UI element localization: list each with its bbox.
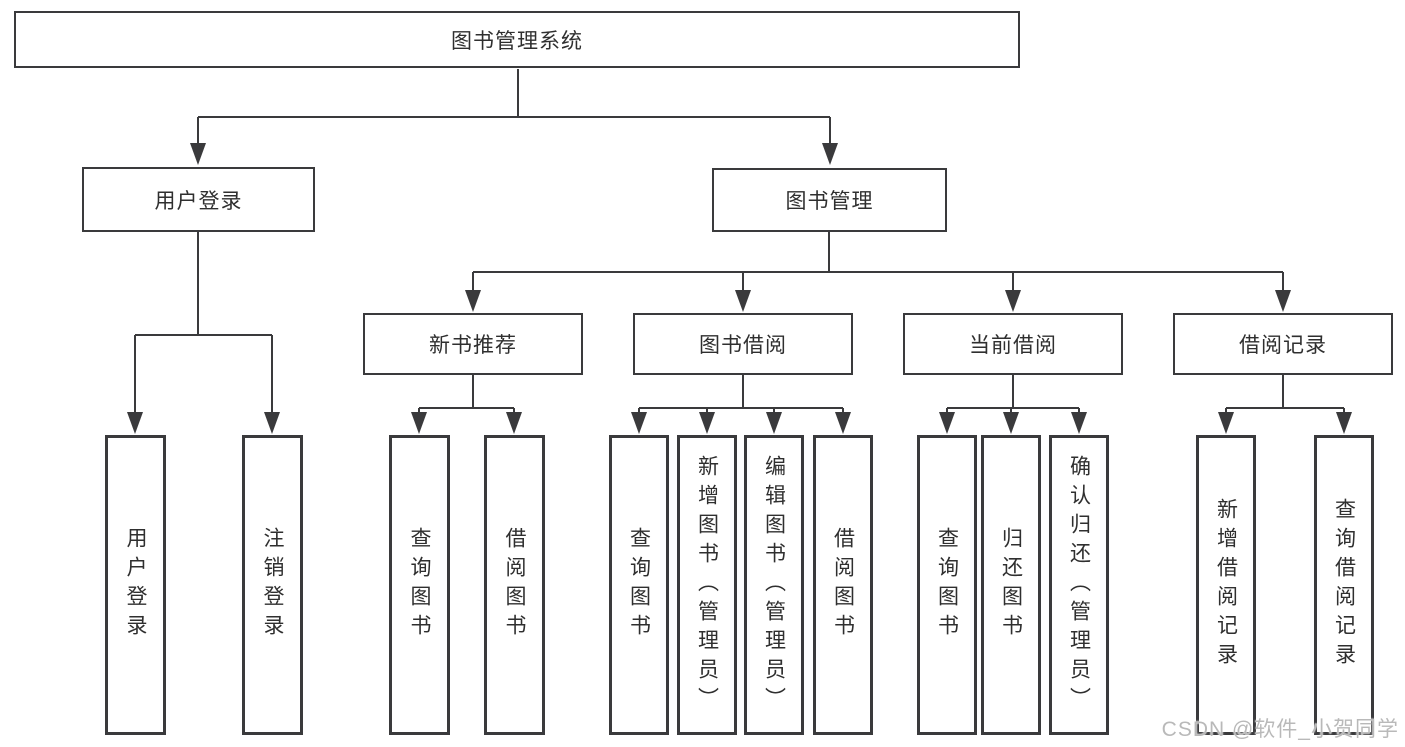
leaf-label: 新增图书（管理员） <box>695 454 719 716</box>
leaf-label: 查询图书 <box>627 527 651 643</box>
connectors <box>127 69 1352 434</box>
arrowhead-icon <box>835 412 851 434</box>
leaf-records-query-record: 查询借阅记录 <box>1314 435 1374 735</box>
arrowhead-icon <box>939 412 955 434</box>
node-label: 当前借阅 <box>969 334 1057 357</box>
arrowhead-icon <box>264 412 280 434</box>
leaf-user-login: 用户登录 <box>105 435 166 735</box>
node-current-borrow: 当前借阅 <box>903 313 1123 375</box>
leaf-recommend-query-books: 查询图书 <box>389 435 450 735</box>
leaf-logout: 注销登录 <box>242 435 303 735</box>
arrowhead-icon <box>1003 412 1019 434</box>
arrowhead-icon <box>735 290 751 312</box>
arrowhead-icon <box>631 412 647 434</box>
arrowhead-icon <box>1336 412 1352 434</box>
leaf-current-return-books: 归还图书 <box>981 435 1041 735</box>
leaf-borrow-add-books-admin: 新增图书（管理员） <box>677 435 737 735</box>
leaf-borrow-edit-books-admin: 编辑图书（管理员） <box>744 435 804 735</box>
leaf-label: 查询图书 <box>935 527 959 643</box>
node-borrow-records: 借阅记录 <box>1173 313 1393 375</box>
leaf-label: 确认归还（管理员） <box>1067 454 1091 716</box>
leaf-borrow-borrow-books: 借阅图书 <box>813 435 873 735</box>
leaf-label: 查询借阅记录 <box>1332 498 1356 672</box>
node-label: 图书借阅 <box>699 334 787 357</box>
arrowhead-icon <box>127 412 143 434</box>
node-new-book-recommend: 新书推荐 <box>363 313 583 375</box>
leaf-label: 新增借阅记录 <box>1214 498 1238 672</box>
node-book-management: 图书管理 <box>712 168 947 232</box>
leaf-label: 用户登录 <box>124 527 147 643</box>
leaf-borrow-query-books: 查询图书 <box>609 435 669 735</box>
leaf-label: 编辑图书（管理员） <box>762 454 786 716</box>
leaf-label: 借阅图书 <box>503 527 526 643</box>
node-label: 新书推荐 <box>429 334 517 357</box>
leaf-records-add-record: 新增借阅记录 <box>1196 435 1256 735</box>
arrowhead-icon <box>1275 290 1291 312</box>
arrowhead-icon <box>465 290 481 312</box>
arrowhead-icon <box>1218 412 1234 434</box>
arrowhead-icon <box>506 412 522 434</box>
arrowhead-icon <box>699 412 715 434</box>
leaf-recommend-borrow-books: 借阅图书 <box>484 435 545 735</box>
leaf-label: 归还图书 <box>999 527 1023 643</box>
node-library-management-system: 图书管理系统 <box>14 11 1020 68</box>
leaf-label: 查询图书 <box>408 527 431 643</box>
leaf-current-query-books: 查询图书 <box>917 435 977 735</box>
leaf-current-confirm-return-admin: 确认归还（管理员） <box>1049 435 1109 735</box>
node-label: 图书管理系统 <box>451 29 583 53</box>
leaf-label: 注销登录 <box>261 527 284 643</box>
node-label: 借阅记录 <box>1239 334 1327 357</box>
arrowhead-icon <box>1005 290 1021 312</box>
leaf-label: 借阅图书 <box>831 527 855 643</box>
node-book-borrow: 图书借阅 <box>633 313 853 375</box>
arrowhead-icon <box>766 412 782 434</box>
node-user-login: 用户登录 <box>82 167 315 232</box>
arrowhead-icon <box>1071 412 1087 434</box>
node-label: 用户登录 <box>154 189 243 213</box>
node-label: 图书管理 <box>785 190 874 213</box>
arrowhead-icon <box>822 143 838 165</box>
arrowhead-icon <box>190 143 206 165</box>
arrowhead-icon <box>411 412 427 434</box>
